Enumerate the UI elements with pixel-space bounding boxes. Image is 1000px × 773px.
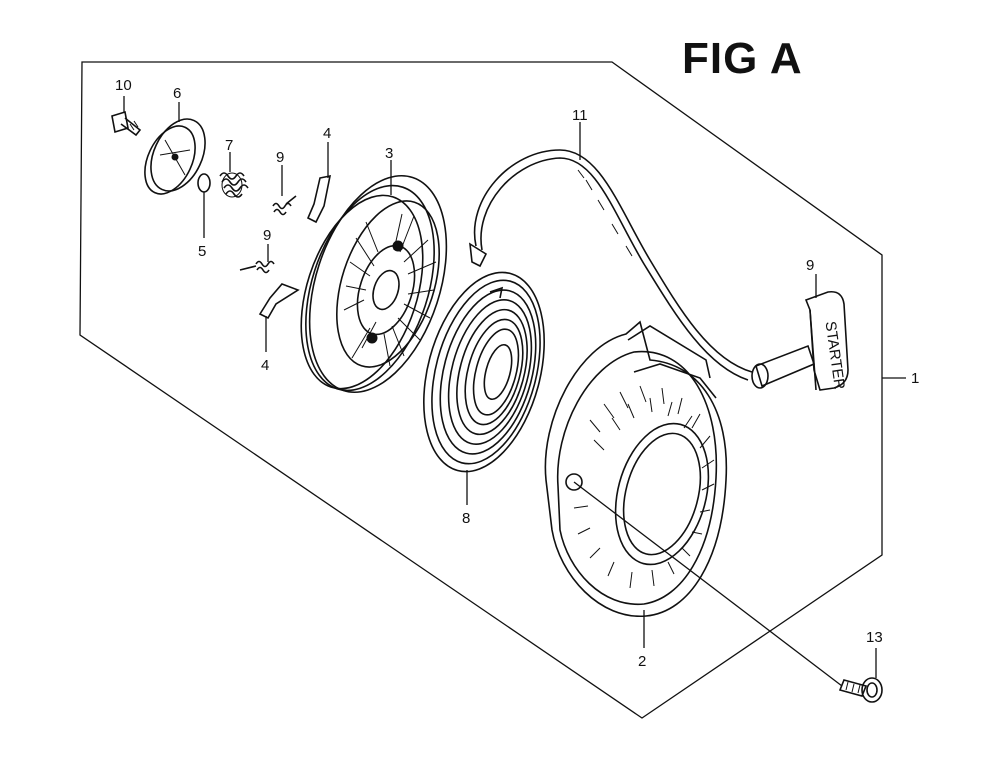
part-7-spring — [219, 172, 249, 198]
part-5-washer — [197, 173, 211, 193]
callout-6: 6 — [173, 85, 181, 102]
callout-9-upper: 9 — [276, 149, 284, 166]
callout-2: 2 — [638, 653, 646, 670]
part-4-pawl-lower — [258, 283, 300, 320]
part-3-reel — [300, 174, 448, 394]
part-4-pawl-upper — [306, 174, 332, 224]
part-13-flange-bolt — [838, 677, 883, 703]
part-12-bolt — [111, 110, 142, 137]
part-2-starter-case — [544, 320, 728, 617]
callout-13: 13 — [866, 629, 883, 646]
callout-10: 9 — [806, 257, 814, 274]
part-11-starter-rope — [469, 149, 753, 381]
part-10-starter-grip: STARTER — [751, 290, 849, 391]
callout-3: 3 — [385, 145, 393, 162]
part-9-pawl-spring-upper — [272, 195, 297, 216]
leader-lines — [123, 96, 906, 687]
callout-4-lower: 4 — [261, 357, 269, 374]
figure-title: FIG A — [682, 34, 803, 83]
callout-4-upper: 4 — [323, 125, 331, 142]
callout-7: 7 — [225, 137, 233, 154]
callout-12: 10 — [115, 77, 132, 94]
part-8-recoil-spring — [423, 271, 545, 473]
grip-text: STARTER — [821, 320, 847, 390]
callout-9-lower: 9 — [263, 227, 271, 244]
callout-11: 11 — [572, 107, 588, 124]
callout-1: 1 — [911, 370, 919, 387]
assembly-boundary — [79, 61, 883, 719]
part-9-pawl-spring-lower — [239, 260, 275, 274]
callout-5: 5 — [198, 243, 206, 260]
part-6-ratchet-plate — [144, 118, 206, 195]
callout-8: 8 — [462, 510, 470, 527]
